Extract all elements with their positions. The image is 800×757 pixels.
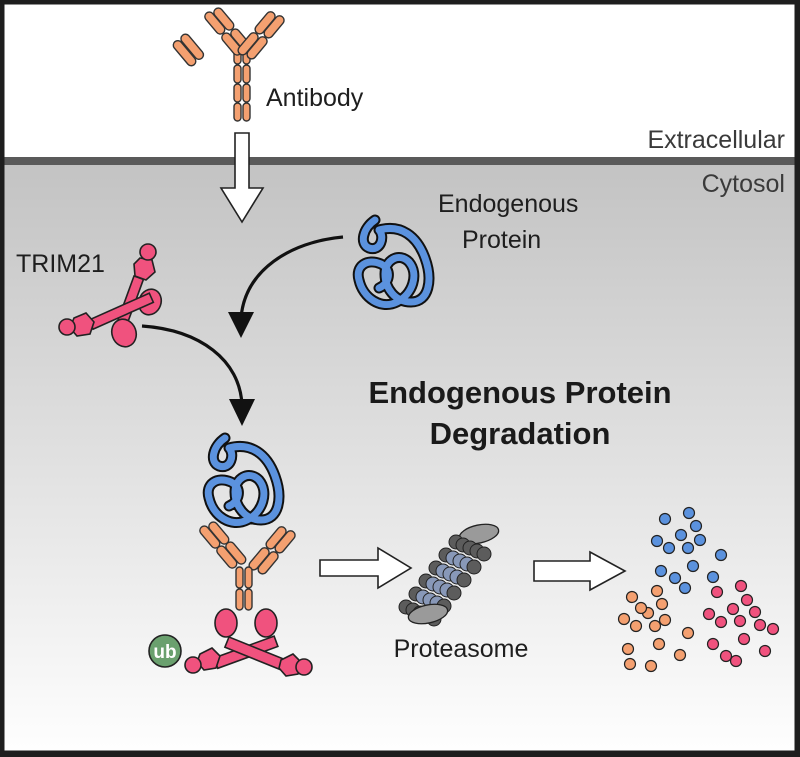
proteasome-subunit <box>456 572 472 588</box>
fragment-blue <box>668 571 682 585</box>
fragment-pink <box>737 632 751 646</box>
fragment-pink <box>748 605 762 619</box>
fragment-pink <box>729 654 743 668</box>
fragment-blue <box>662 541 676 555</box>
fragment-orange <box>658 613 672 627</box>
cell-membrane <box>4 157 795 165</box>
peptide-fragments <box>617 506 780 673</box>
fragment-pink <box>726 602 740 616</box>
fragment-pink <box>733 614 747 628</box>
proteasome-icon <box>398 523 500 627</box>
protein-to-complex-arrow <box>228 235 344 338</box>
proteasome-subunit <box>446 585 462 601</box>
to-proteasome-arrow <box>319 546 413 590</box>
fragment-orange <box>681 626 695 640</box>
bound-trim21-icon <box>184 608 313 677</box>
fragment-pink <box>719 649 733 663</box>
fragment-blue <box>650 534 664 548</box>
trim21-icon <box>58 243 163 348</box>
fragment-blue <box>681 541 695 555</box>
ub-label: ub <box>153 642 176 663</box>
fragment-blue <box>658 512 672 526</box>
extracellular-label: Extracellular <box>647 126 785 154</box>
fragment-orange <box>629 619 643 633</box>
fragment-pink <box>702 607 716 621</box>
fragment-pink <box>734 579 748 593</box>
proteasome-subunit <box>476 546 492 562</box>
fragment-pink <box>740 593 754 607</box>
fragment-blue <box>686 559 700 573</box>
endogenous-protein-label-line2: Protein <box>462 226 541 254</box>
endogenous-protein-label-line1: Endogenous <box>438 190 578 218</box>
fragment-pink <box>758 644 772 658</box>
fragment-orange <box>621 642 635 656</box>
fragment-orange <box>648 619 662 633</box>
fragment-orange <box>625 590 639 604</box>
ubiquitin-icon <box>148 634 182 668</box>
fragment-orange <box>623 657 637 671</box>
fragment-blue <box>654 564 668 578</box>
fragment-pink <box>710 585 724 599</box>
cytosol-label: Cytosol <box>702 170 785 198</box>
fragment-pink <box>714 615 728 629</box>
ubiquitin-badge: ub <box>148 634 182 668</box>
trim21-label: TRIM21 <box>16 250 105 278</box>
antibody-arms <box>204 7 285 60</box>
proteasome-subunit <box>466 559 482 575</box>
fragment-blue <box>714 548 728 562</box>
endogenous-protein-icon <box>352 214 435 310</box>
title-line2: Degradation <box>430 416 611 451</box>
trim21-to-complex-arrow <box>141 324 255 426</box>
fragment-pink <box>766 622 780 636</box>
fragment-orange <box>652 637 666 651</box>
internalization-arrow <box>219 132 265 224</box>
to-fragments-arrow <box>533 550 627 592</box>
extracellular-region <box>4 4 795 160</box>
proteasome-cap-bottom <box>407 603 449 625</box>
fragment-blue <box>674 528 688 542</box>
fragment-blue <box>678 581 692 595</box>
fragment-pink <box>706 637 720 651</box>
fragment-orange <box>617 612 631 626</box>
antibody-label: Antibody <box>266 84 364 112</box>
fragment-orange <box>673 648 687 662</box>
fragment-blue <box>682 506 696 520</box>
fragment-orange <box>644 659 658 673</box>
proteasome-label: Proteasome <box>394 635 529 663</box>
fragment-blue <box>693 533 707 547</box>
bound-protein-icon <box>202 432 285 528</box>
fragment-orange <box>650 584 664 598</box>
fragment-blue <box>689 519 703 533</box>
fragment-blue <box>706 570 720 584</box>
title-line1: Endogenous Protein <box>368 375 671 410</box>
fragment-pink <box>753 618 767 632</box>
bound-antibody-icon <box>199 521 296 611</box>
fragment-orange <box>634 601 648 615</box>
fragment-orange <box>655 597 669 611</box>
